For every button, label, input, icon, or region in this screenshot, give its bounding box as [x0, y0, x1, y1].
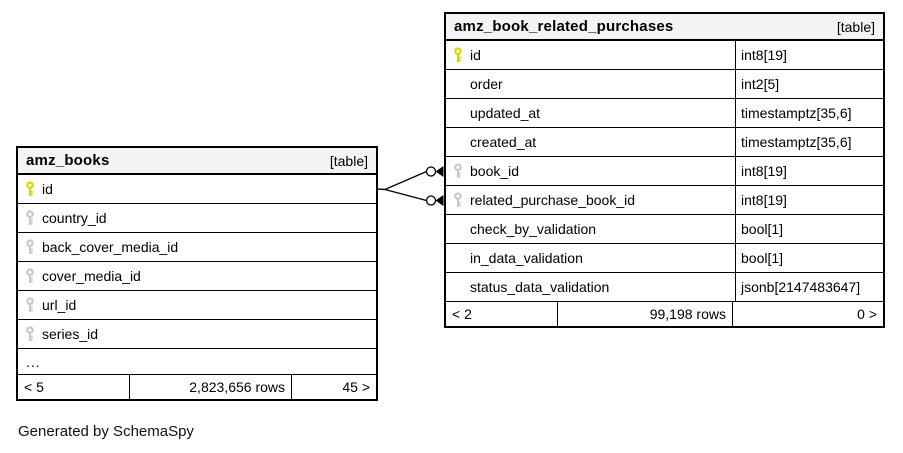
- fk-line-book-id: [377, 170, 427, 191]
- column-rows: id int8[19] order int2[5] updated_at timestam…: [446, 41, 883, 302]
- table-type-badge: [table]: [329, 152, 368, 169]
- column-name: book_id: [470, 163, 520, 179]
- column-name: back_cover_media_id: [42, 239, 179, 255]
- column-rows: id country_id back_cover_media_id cover_med…: [18, 175, 376, 375]
- row-count: 2,823,656 rows: [130, 375, 292, 399]
- table-type-badge: [table]: [836, 18, 875, 35]
- column-type: timestamptz[35,6]: [735, 99, 883, 127]
- fk-arrowhead-book-id: [435, 166, 444, 177]
- column-row-order[interactable]: order int2[5]: [446, 70, 883, 99]
- generated-by-note: Generated by SchemaSpy: [18, 423, 194, 440]
- column-type: timestamptz[35,6]: [735, 128, 883, 156]
- column-type: bool[1]: [735, 215, 883, 243]
- table-header: amz_book_related_purchases [table]: [446, 14, 883, 41]
- row-count: 99,198 rows: [558, 302, 733, 326]
- column-name: url_id: [42, 297, 77, 313]
- primary-key-icon: [18, 181, 42, 197]
- hidden-columns-row[interactable]: ...: [18, 349, 376, 375]
- column-name: in_data_validation: [470, 250, 583, 266]
- column-row-in-data-validation[interactable]: in_data_validation bool[1]: [446, 244, 883, 273]
- column-name: country_id: [42, 210, 107, 226]
- column-row-created-at[interactable]: created_at timestamptz[35,6]: [446, 128, 883, 157]
- column-row-updated-at[interactable]: updated_at timestamptz[35,6]: [446, 99, 883, 128]
- column-name: id: [470, 47, 481, 63]
- foreign-key-icon: [18, 210, 42, 226]
- column-row-url-id[interactable]: url_id: [18, 291, 376, 320]
- column-row-cover-media-id[interactable]: cover_media_id: [18, 262, 376, 291]
- hidden-parents-count: < 2: [446, 302, 558, 326]
- foreign-key-icon: [18, 297, 42, 313]
- fk-circle-related-purchase-book-id: [425, 195, 437, 206]
- column-row-check-by-validation[interactable]: check_by_validation bool[1]: [446, 215, 883, 244]
- column-name: series_id: [42, 326, 99, 342]
- column-name: related_purchase_book_id: [470, 192, 636, 208]
- column-row-country-id[interactable]: country_id: [18, 204, 376, 233]
- column-name: status_data_validation: [470, 279, 610, 295]
- table-header: amz_books [table]: [18, 148, 376, 175]
- fk-arrowhead-related-purchase-book-id: [435, 195, 444, 206]
- primary-key-icon: [446, 47, 470, 63]
- column-type: jsonb[2147483647]: [735, 273, 883, 301]
- foreign-key-icon: [446, 163, 470, 179]
- column-name: id: [42, 181, 53, 197]
- column-name: order: [470, 76, 503, 92]
- foreign-key-icon: [18, 268, 42, 284]
- column-name: created_at: [470, 134, 537, 150]
- column-name: cover_media_id: [42, 268, 141, 284]
- fk-circle-book-id: [425, 166, 437, 177]
- hidden-parents-count: < 5: [18, 375, 130, 399]
- column-type: bool[1]: [735, 244, 883, 272]
- table-name[interactable]: amz_book_related_purchases: [454, 18, 674, 35]
- column-row-id[interactable]: id: [18, 175, 376, 204]
- table-box-amz-book-related-purchases[interactable]: amz_book_related_purchases [table] id int…: [444, 12, 885, 328]
- column-row-book-id[interactable]: book_id int8[19]: [446, 157, 883, 186]
- column-row-related-purchase-book-id[interactable]: related_purchase_book_id int8[19]: [446, 186, 883, 215]
- hidden-children-count: 0 >: [857, 306, 877, 322]
- foreign-key-icon: [18, 239, 42, 255]
- table-footer: < 2 99,198 rows 0 >: [446, 302, 883, 326]
- column-type: int8[19]: [735, 186, 883, 214]
- table-name[interactable]: amz_books: [26, 152, 110, 169]
- column-row-back-cover-media-id[interactable]: back_cover_media_id: [18, 233, 376, 262]
- column-row-id[interactable]: id int8[19]: [446, 41, 883, 70]
- fk-line-related-purchase-book-id: [377, 188, 427, 202]
- column-type: int8[19]: [735, 157, 883, 185]
- foreign-key-icon: [446, 192, 470, 208]
- column-name: check_by_validation: [470, 221, 597, 237]
- table-box-amz-books[interactable]: amz_books [table] id country_id back_cover…: [16, 146, 378, 401]
- column-row-series-id[interactable]: series_id: [18, 320, 376, 349]
- column-name: updated_at: [470, 105, 541, 121]
- table-footer: < 5 2,823,656 rows 45 >: [18, 375, 376, 399]
- column-type: int8[19]: [735, 41, 883, 69]
- foreign-key-icon: [18, 326, 42, 342]
- column-name: ...: [26, 353, 41, 370]
- hidden-children-count: 45 >: [342, 379, 370, 395]
- column-type: int2[5]: [735, 70, 883, 98]
- column-row-status-data-validation[interactable]: status_data_validation jsonb[2147483647]: [446, 273, 883, 302]
